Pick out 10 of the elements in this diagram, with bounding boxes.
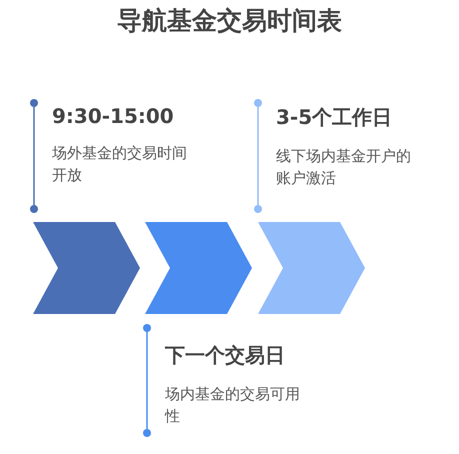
callout-heading: 9:30-15:00 xyxy=(52,104,175,128)
callout-text: 场内基金的交易可用性 xyxy=(165,384,301,427)
callout-text: 场外基金的交易时间开放 xyxy=(52,143,188,186)
title: 导航基金交易时间表 xyxy=(116,5,343,37)
chevron-step xyxy=(33,222,140,314)
callout-text: 线下场内基金开户的账户激活 xyxy=(276,146,412,189)
chevron-step xyxy=(258,222,365,314)
callout-heading: 3-5个工作日 xyxy=(276,104,394,131)
chevron-step xyxy=(145,222,252,314)
callout-heading: 下一个交易日 xyxy=(165,342,286,369)
